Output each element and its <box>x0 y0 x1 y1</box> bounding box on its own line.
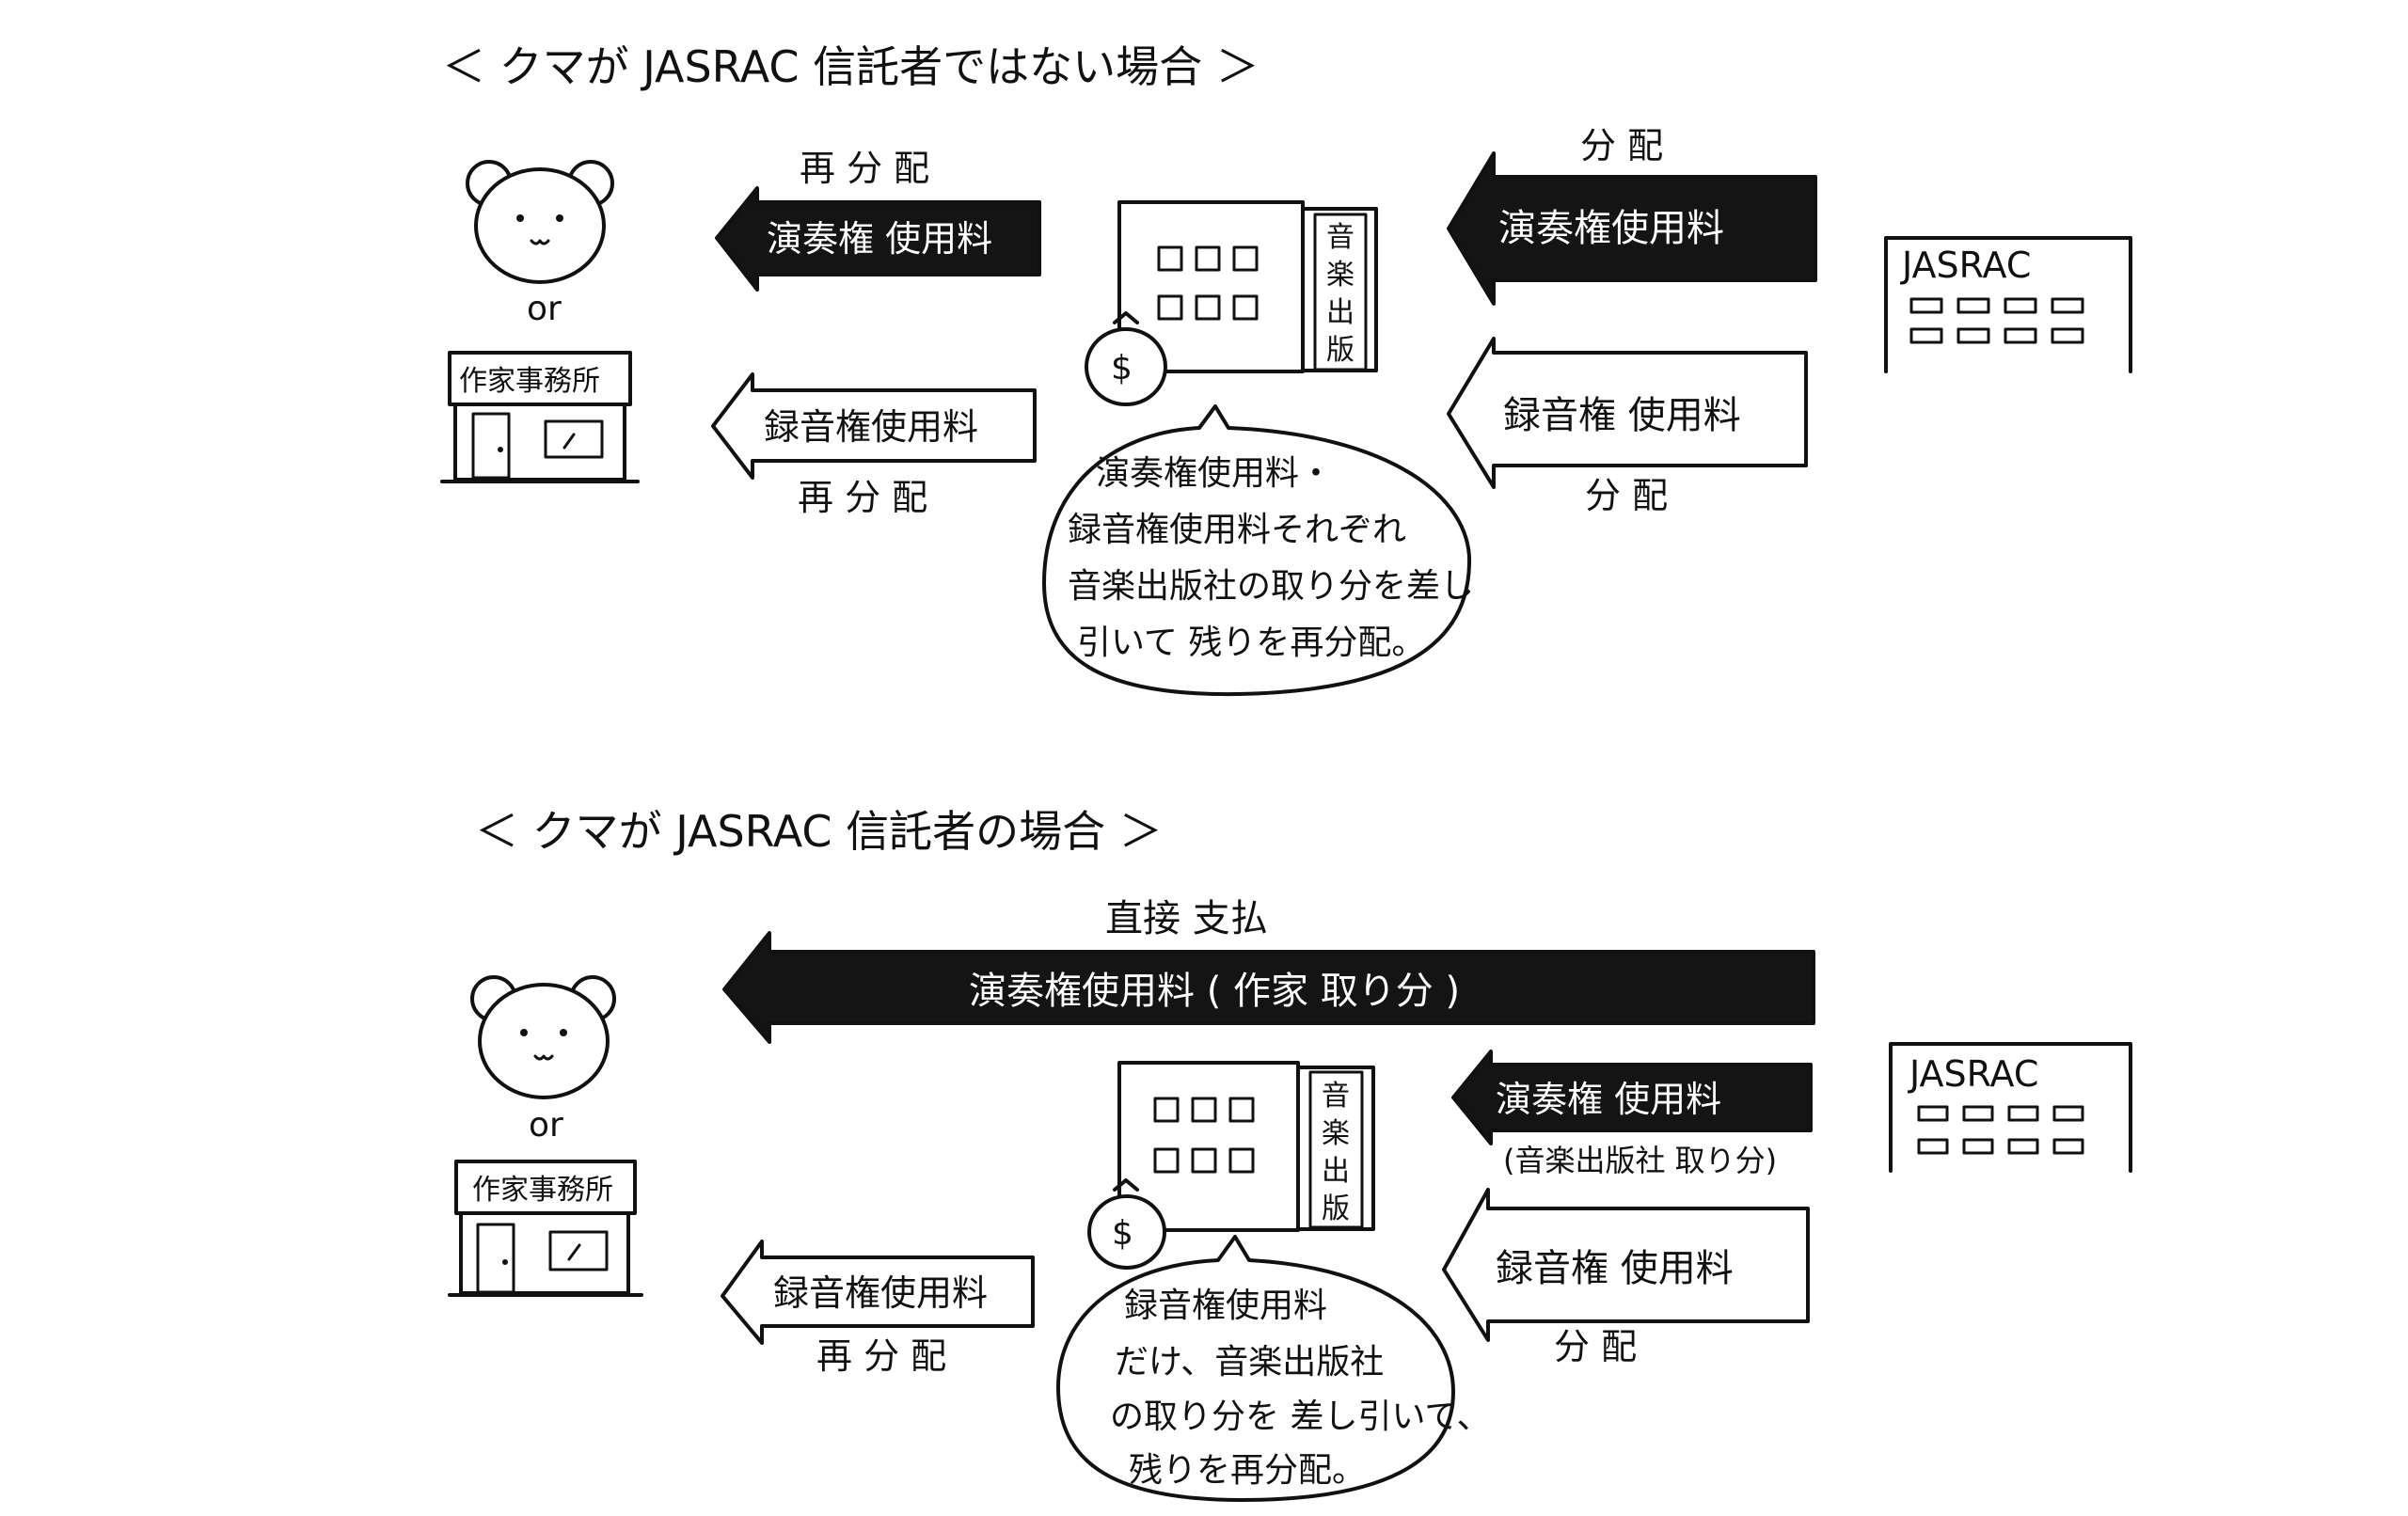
bottom-left-arrow-label: 録音権使用料 <box>773 1272 988 1314</box>
publisher-sign-1: 音 <box>1322 1080 1350 1113</box>
bubble1-line-4: 引いて 残りを再分配。 <box>1077 624 1425 662</box>
explanation-bubble <box>1056 1235 1455 1502</box>
section-not-trustee: ＜ クマが JASRAC 信託者ではない場合 ＞ or 作家事務所 <box>440 41 2132 697</box>
bottom-right-arrow-label: 録音権 使用料 <box>1496 1247 1734 1290</box>
long-arrow-caption: 直接 支払 <box>1105 897 1268 940</box>
recording-fee-arrow-left <box>721 1240 1035 1345</box>
section2-title: ＜ クマが JASRAC 信託者の場合 ＞ <box>475 806 1163 857</box>
publisher-sign-2: 楽 <box>1326 259 1354 292</box>
section1-title: ＜ クマが JASRAC 信託者ではない場合 ＞ <box>442 41 1259 92</box>
explanation-bubble <box>1042 404 1472 697</box>
bottom-right-arrow-label: 録音権 使用料 <box>1503 394 1741 437</box>
performance-fee-arrow-right <box>1447 151 1817 306</box>
jasrac-label: JASRAC <box>1908 1053 2038 1095</box>
performance-fee-publisher-arrow <box>1451 1050 1813 1145</box>
money-symbol: $ <box>1111 349 1133 387</box>
bear-icon <box>470 975 616 1099</box>
office-sign-label: 作家事務所 <box>459 365 600 398</box>
recording-fee-arrow-right <box>1447 337 1808 489</box>
top-right-arrow-label: 演奏権使用料 <box>1498 207 1724 250</box>
bear-or-label: or <box>527 290 562 328</box>
publisher-sign-3: 出 <box>1322 1155 1350 1188</box>
money-bag-icon <box>1087 1178 1166 1270</box>
mid-right-sub-label: (音楽出版社 取り分) <box>1503 1143 1777 1178</box>
bubble1-line-1: 演奏権使用料・ <box>1096 454 1333 493</box>
publisher-building-icon <box>1117 1061 1375 1232</box>
bear-icon <box>466 160 614 284</box>
top-left-caption: 再 分 配 <box>800 148 929 189</box>
office-building-icon <box>440 351 640 483</box>
publisher-sign-4: 版 <box>1326 334 1354 367</box>
performance-fee-arrow-left <box>715 186 1041 292</box>
publisher-sign-3: 出 <box>1326 296 1354 329</box>
jasrac-label: JASRAC <box>1900 245 2031 286</box>
mid-right-arrow-label: 演奏権 使用料 <box>1496 1079 1721 1120</box>
bottom-right-caption: 分 配 <box>1585 475 1668 516</box>
section-trustee: ＜ クマが JASRAC 信託者の場合 ＞ or 作家事務所 <box>448 806 2132 1502</box>
office-sign-label: 作家事務所 <box>472 1174 613 1207</box>
publisher-sign-1: 音 <box>1326 221 1354 254</box>
publisher-sign-4: 版 <box>1322 1192 1350 1225</box>
bubble2-line-1: 録音権使用料 <box>1124 1287 1327 1325</box>
recording-fee-arrow-right <box>1442 1188 1810 1342</box>
bubble2-line-3: の取り分を 差し引いて、 <box>1110 1398 1491 1436</box>
bottom-left-caption: 再 分 配 <box>798 477 927 518</box>
office-building-icon <box>448 1160 643 1297</box>
top-right-caption: 分 配 <box>1580 125 1663 166</box>
bottom-left-caption: 再 分 配 <box>816 1335 946 1377</box>
jasrac-building-icon <box>1889 1042 2132 1173</box>
direct-payment-arrow <box>722 931 1815 1044</box>
publisher-sign-2: 楽 <box>1322 1117 1350 1150</box>
bubble1-line-2: 録音権使用料それぞれ <box>1068 511 1406 549</box>
top-left-arrow-label: 演奏権 使用料 <box>767 218 992 260</box>
bubble1-line-3: 音楽出版社の取り分を差し <box>1068 567 1474 606</box>
bottom-left-arrow-label: 録音権使用料 <box>764 406 978 448</box>
bubble2-line-4: 残りを再分配。 <box>1129 1451 1366 1490</box>
money-symbol: $ <box>1112 1214 1133 1253</box>
recording-fee-arrow-left <box>711 372 1037 480</box>
long-arrow-label: 演奏権使用料 ( 作家 取り分 ) <box>969 970 1460 1013</box>
publisher-building-icon <box>1117 200 1378 373</box>
jasrac-building-icon <box>1884 236 2132 373</box>
bubble2-line-2: だけ、音楽出版社 <box>1115 1343 1384 1382</box>
bottom-right-caption: 分 配 <box>1554 1326 1637 1367</box>
bear-or-label: or <box>529 1106 563 1145</box>
money-bag-icon <box>1085 311 1167 406</box>
